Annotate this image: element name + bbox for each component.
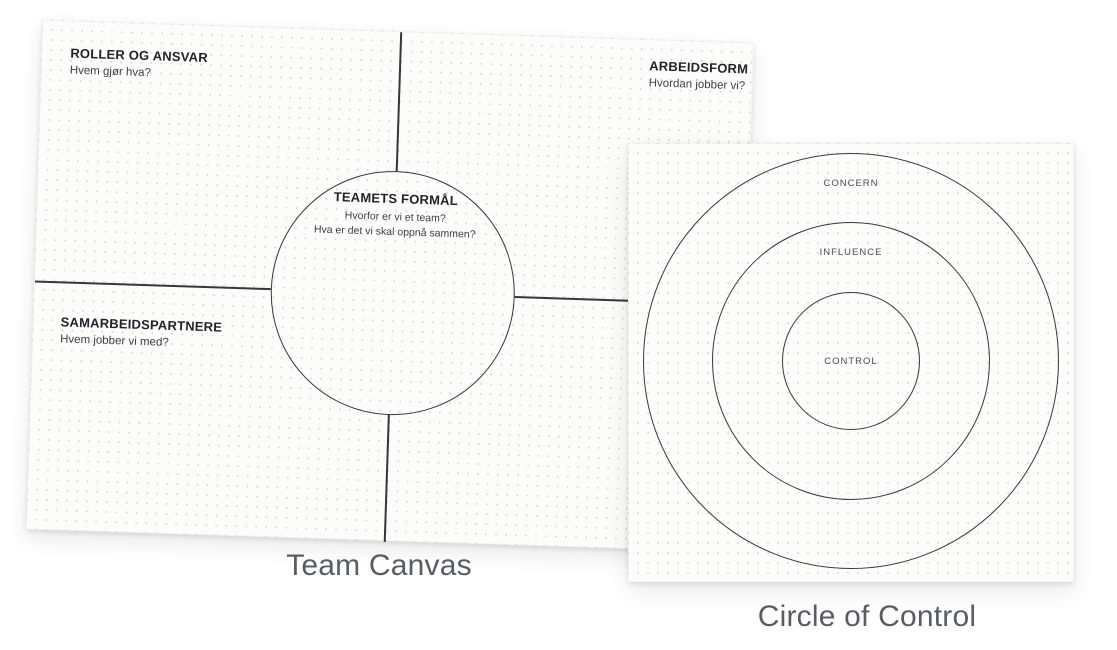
ring-label-control: CONTROL — [824, 356, 878, 367]
quadrant-title: ARBEIDSFORM — [649, 58, 749, 77]
quadrant-title: ROLLER OG ANSVAR — [70, 45, 209, 65]
divider-line-bottom — [383, 414, 390, 542]
quadrant-subtitle: Hvem gjør hva? — [69, 64, 152, 80]
circle-of-control-card[interactable]: CONCERN INFLUENCE CONTROL — [628, 143, 1074, 582]
quadrant-roller-og-ansvar: ROLLER OG ANSVAR Hvem gjør hva? — [70, 46, 208, 81]
quadrant-title: SAMARBEIDSPARTNERE — [60, 314, 223, 335]
ring-influence — [712, 222, 990, 500]
quadrant-samarbeidspartnere: SAMARBEIDSPARTNERE Hvem jobber vi med? — [60, 314, 222, 350]
ring-control — [782, 292, 920, 430]
ring-concern — [643, 153, 1059, 569]
quadrant-subtitle: Hvem jobber vi med? — [59, 333, 169, 349]
quadrant-arbeidsform: ARBEIDSFORM Hvordan jobber vi? — [648, 58, 748, 92]
divider-line-left — [34, 280, 271, 290]
ring-label-concern: CONCERN — [823, 178, 879, 189]
team-canvas-caption: Team Canvas — [286, 549, 472, 582]
divider-line-top — [395, 32, 402, 172]
circle-of-control-caption: Circle of Control — [757, 600, 977, 633]
quadrant-subtitle: Hvordan jobber vi? — [648, 77, 746, 93]
ring-label-influence: INFLUENCE — [819, 247, 883, 258]
team-purpose-circle: TEAMETS FORMÅL Hvorfor er vi et team? Hv… — [266, 167, 519, 419]
